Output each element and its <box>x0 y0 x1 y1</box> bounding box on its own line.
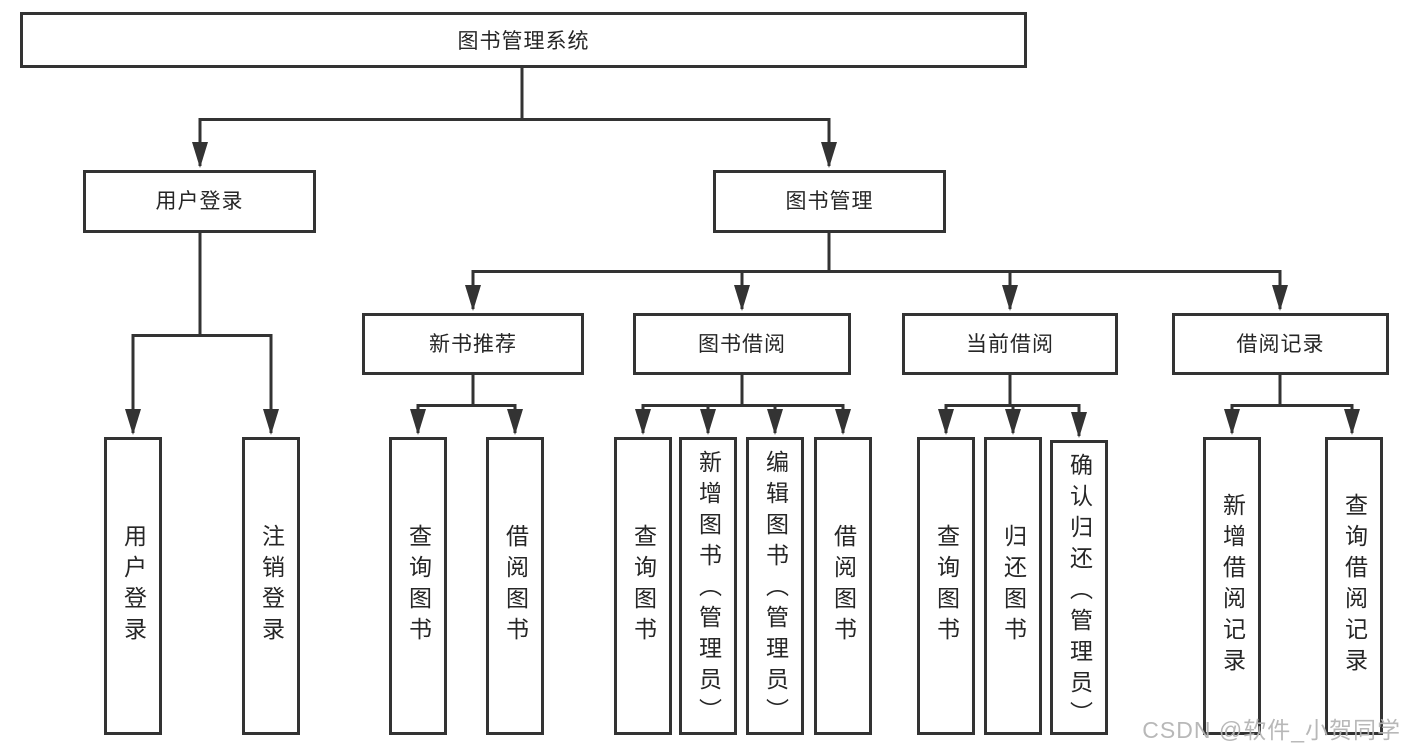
leaf-return-books: 归还图书 <box>984 437 1042 735</box>
node-current-borrowing: 当前借阅 <box>902 313 1118 375</box>
node-user-login: 用户登录 <box>83 170 316 233</box>
leaf-add-books-admin: 新增图书（管理员） <box>679 437 737 735</box>
leaf-query-books-current: 查询图书 <box>917 437 975 735</box>
leaf-borrow-books-recommend: 借阅图书 <box>486 437 544 735</box>
leaf-borrow-books: 借阅图书 <box>814 437 872 735</box>
leaf-query-books-borrowing: 查询图书 <box>614 437 672 735</box>
leaf-query-borrow-record: 查询借阅记录 <box>1325 437 1383 735</box>
node-new-book-recommend: 新书推荐 <box>362 313 584 375</box>
csdn-watermark: CSDN @软件_小贺同学 <box>1142 717 1401 743</box>
node-borrowing-records: 借阅记录 <box>1172 313 1389 375</box>
node-book-borrowing: 图书借阅 <box>633 313 851 375</box>
leaf-confirm-return-admin: 确认归还（管理员） <box>1050 440 1108 735</box>
node-book-management: 图书管理 <box>713 170 946 233</box>
leaf-query-books-recommend: 查询图书 <box>389 437 447 735</box>
leaf-add-borrow-record: 新增借阅记录 <box>1203 437 1261 735</box>
node-root-system: 图书管理系统 <box>20 12 1027 68</box>
leaf-logout: 注销登录 <box>242 437 300 735</box>
leaf-user-login: 用户登录 <box>104 437 162 735</box>
leaf-edit-books-admin: 编辑图书（管理员） <box>746 437 804 735</box>
